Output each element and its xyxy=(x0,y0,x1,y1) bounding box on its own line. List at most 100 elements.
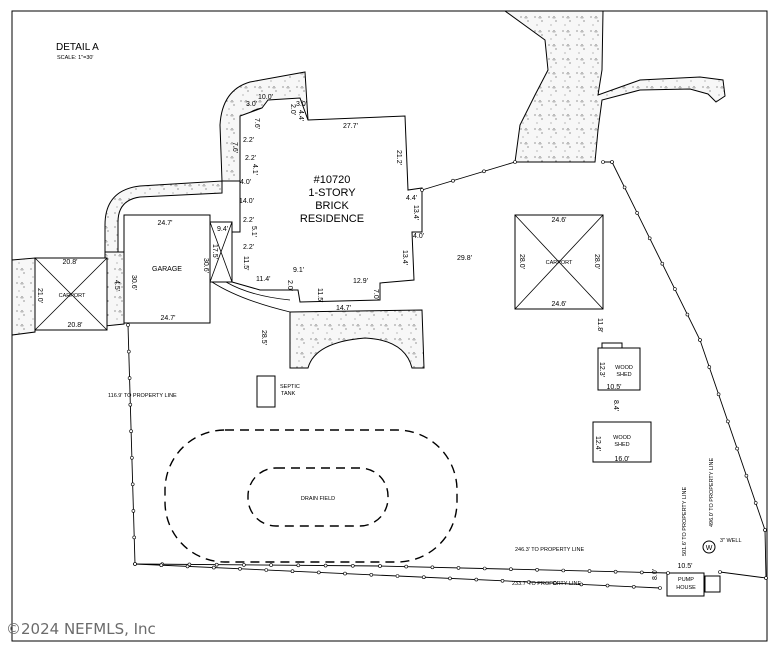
fence-post xyxy=(296,563,301,568)
dim-label: 9.1' xyxy=(293,267,304,274)
garage-dim-right: 30.6' xyxy=(202,258,209,273)
dim-label: 2.2' xyxy=(243,217,254,224)
well-icon xyxy=(702,540,716,554)
dim-label: 7.6' xyxy=(231,142,238,153)
fence-post xyxy=(130,455,134,460)
fence-post xyxy=(474,577,479,582)
fence-post xyxy=(610,160,614,164)
fence-post xyxy=(420,188,424,192)
fence-post xyxy=(561,568,566,573)
fence-post xyxy=(526,580,531,584)
fence-post xyxy=(716,392,721,397)
carport-left-label: CARPORT xyxy=(59,293,86,299)
fence-post xyxy=(698,338,702,342)
property-line-501: 501.6' TO PROPERTY LINE xyxy=(682,487,688,556)
wood-shed-2-dim-w: 16.0' xyxy=(615,456,630,463)
septic-label-2: TANK xyxy=(281,391,296,397)
dim-label: 5.1' xyxy=(250,226,257,237)
fence-post xyxy=(631,584,636,589)
dim-label: 12.9' xyxy=(353,278,368,285)
residence-label-3: BRICK xyxy=(315,200,349,212)
garage-label: GARAGE xyxy=(152,266,182,273)
pump-house-outline xyxy=(666,572,705,597)
dim-label: 2.0' xyxy=(286,280,293,291)
fence-post xyxy=(666,571,670,575)
septic-tank-outline xyxy=(256,375,276,408)
fence-post xyxy=(685,312,690,317)
septic-label-1: SEPTIC xyxy=(280,384,300,390)
wood-shed-2-dim-h: 12.4' xyxy=(594,436,601,451)
fence-post xyxy=(127,349,131,354)
wood-shed-2-label-2: SHED xyxy=(614,442,629,448)
residence-label-2: 1-STORY xyxy=(308,187,356,199)
dim-label: 13.4' xyxy=(401,250,408,265)
detail-title: DETAIL A xyxy=(56,42,99,53)
dim-label: 11.5' xyxy=(242,256,249,270)
dim-label: 17.5' xyxy=(211,244,218,259)
fence-post xyxy=(404,564,409,569)
fence-post xyxy=(658,586,662,590)
fence-post xyxy=(763,528,767,532)
dim-label: 11.5' xyxy=(316,288,323,302)
carport-right-dim-bottom: 24.6' xyxy=(552,301,567,308)
dim-label: 27.7' xyxy=(343,123,358,130)
pump-house-pad xyxy=(704,575,721,593)
dim-label: 28.5' xyxy=(260,330,267,345)
copyright-watermark: ©2024 NEFMLS, Inc xyxy=(6,620,156,638)
drain-field-label: DRAIN FIELD xyxy=(301,496,335,502)
fence-post xyxy=(744,473,749,478)
residence-label-4: RESIDENCE xyxy=(300,213,364,225)
pump-house-dim-h: 8.0' xyxy=(652,569,659,580)
wood-shed-2-outline xyxy=(592,421,652,463)
dim-label: 13.4' xyxy=(412,205,419,220)
pump-house-label-1: PUMP xyxy=(678,577,694,583)
dim-label: 9.4' xyxy=(217,226,228,233)
fence-post xyxy=(343,571,347,576)
dim-label: 4.1' xyxy=(251,164,258,175)
fence-post xyxy=(707,365,712,369)
fence-post xyxy=(269,563,273,567)
carport-right-dim-top: 24.6' xyxy=(552,217,567,224)
fence-post xyxy=(448,576,452,581)
residence-outline xyxy=(231,97,423,303)
dim-label: 7.6' xyxy=(253,118,260,129)
pump-house-label-2: HOUSE xyxy=(676,585,696,591)
dim-label: 4.0' xyxy=(240,179,251,186)
fence-post xyxy=(451,178,455,183)
carport-right-dim-left: 28.0' xyxy=(518,254,525,269)
fence-post xyxy=(316,570,321,575)
fence-post xyxy=(726,419,730,424)
wood-shed-1-porch xyxy=(601,342,623,349)
dim-label: 7.0' xyxy=(372,289,379,300)
carport-right-label: CARPORT xyxy=(546,260,573,266)
well-label: 3" WELL xyxy=(720,538,742,544)
fence-post xyxy=(159,563,164,568)
fence-post xyxy=(214,562,219,567)
fence-post xyxy=(622,185,627,190)
fence-post xyxy=(369,572,374,577)
dim-label: 3.0' xyxy=(246,101,257,108)
fence-post xyxy=(133,562,137,566)
wood-shed-1-label-1: WOOD xyxy=(615,365,633,371)
dim-label: 4.4' xyxy=(406,195,417,202)
carport-left-dim-top: 20.8' xyxy=(63,259,78,266)
drain-field-inner xyxy=(247,467,389,527)
fence-post xyxy=(601,160,605,164)
property-line-233: 233.7' TO PROPERTY LINE xyxy=(512,581,581,587)
property-line-496: 496.0' TO PROPERTY LINE xyxy=(709,458,715,527)
fence-post xyxy=(132,535,136,540)
fence-post xyxy=(513,160,517,164)
front-walk xyxy=(289,309,425,369)
fence-post xyxy=(764,576,768,580)
dim-label: 2.2' xyxy=(243,244,254,251)
wood-shed-2-label-1: WOOD xyxy=(613,435,631,441)
dim-label: 4.0' xyxy=(413,233,424,240)
fence-post xyxy=(242,563,246,567)
left-driveway xyxy=(11,257,36,336)
fence-post xyxy=(482,566,487,571)
fence-post xyxy=(718,570,722,574)
carport-left-dim-bottom: 20.8' xyxy=(68,322,83,329)
fence-post xyxy=(535,567,539,572)
well-symbol: W xyxy=(706,545,713,552)
dim-label: 8.4' xyxy=(612,400,619,411)
